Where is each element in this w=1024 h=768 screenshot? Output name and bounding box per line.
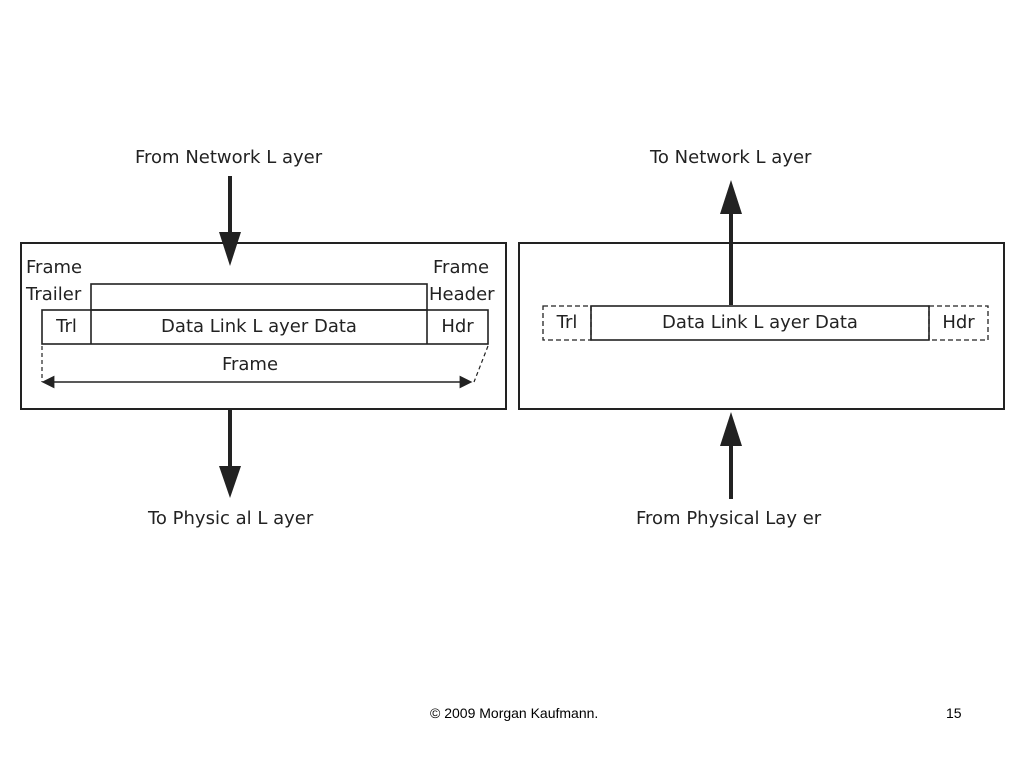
frame-trailer-label-line1: Frame [26, 257, 83, 278]
frame-label: Frame [221, 354, 279, 375]
receiver-arrow-in [720, 412, 742, 499]
sender-payload-box [90, 283, 428, 311]
receiver-arrow-out [720, 180, 742, 305]
receiver-from-physical-label: From Physical Lay er [636, 508, 822, 529]
receiver-trl-cell: Trl [556, 312, 578, 333]
receiver-layer-box [518, 242, 1005, 410]
receiver-to-network-label: To Network L ayer [650, 147, 812, 168]
receiver-hdr-cell: Hdr [942, 312, 975, 333]
sender-arrow-out [219, 410, 241, 498]
frame-span-arrow [41, 345, 489, 389]
page-number: 15 [946, 705, 962, 721]
frame-header-label-line1: Frame [433, 257, 490, 278]
receiver-data-cell: Data Link L ayer Data [662, 312, 858, 333]
frame-header-label-line2: Header [429, 284, 495, 305]
frame-trailer-label-line2: Trailer [26, 284, 82, 305]
sender-data-cell: Data Link L ayer Data [161, 316, 357, 337]
sender-to-physical-label: To Physic al L ayer [148, 508, 314, 529]
sender-layer-box [20, 242, 507, 410]
sender-from-network-label: From Network L ayer [135, 147, 323, 168]
sender-frame-row [41, 309, 489, 345]
copyright-footer: © 2009 Morgan Kaufmann. [430, 705, 599, 721]
receiver-hdr-box [928, 305, 989, 341]
sender-hdr-cell: Hdr [441, 316, 474, 337]
sender-trl-cell: Trl [56, 316, 77, 337]
receiver-trl-box [542, 305, 592, 341]
sender-arrow-in [219, 176, 241, 266]
